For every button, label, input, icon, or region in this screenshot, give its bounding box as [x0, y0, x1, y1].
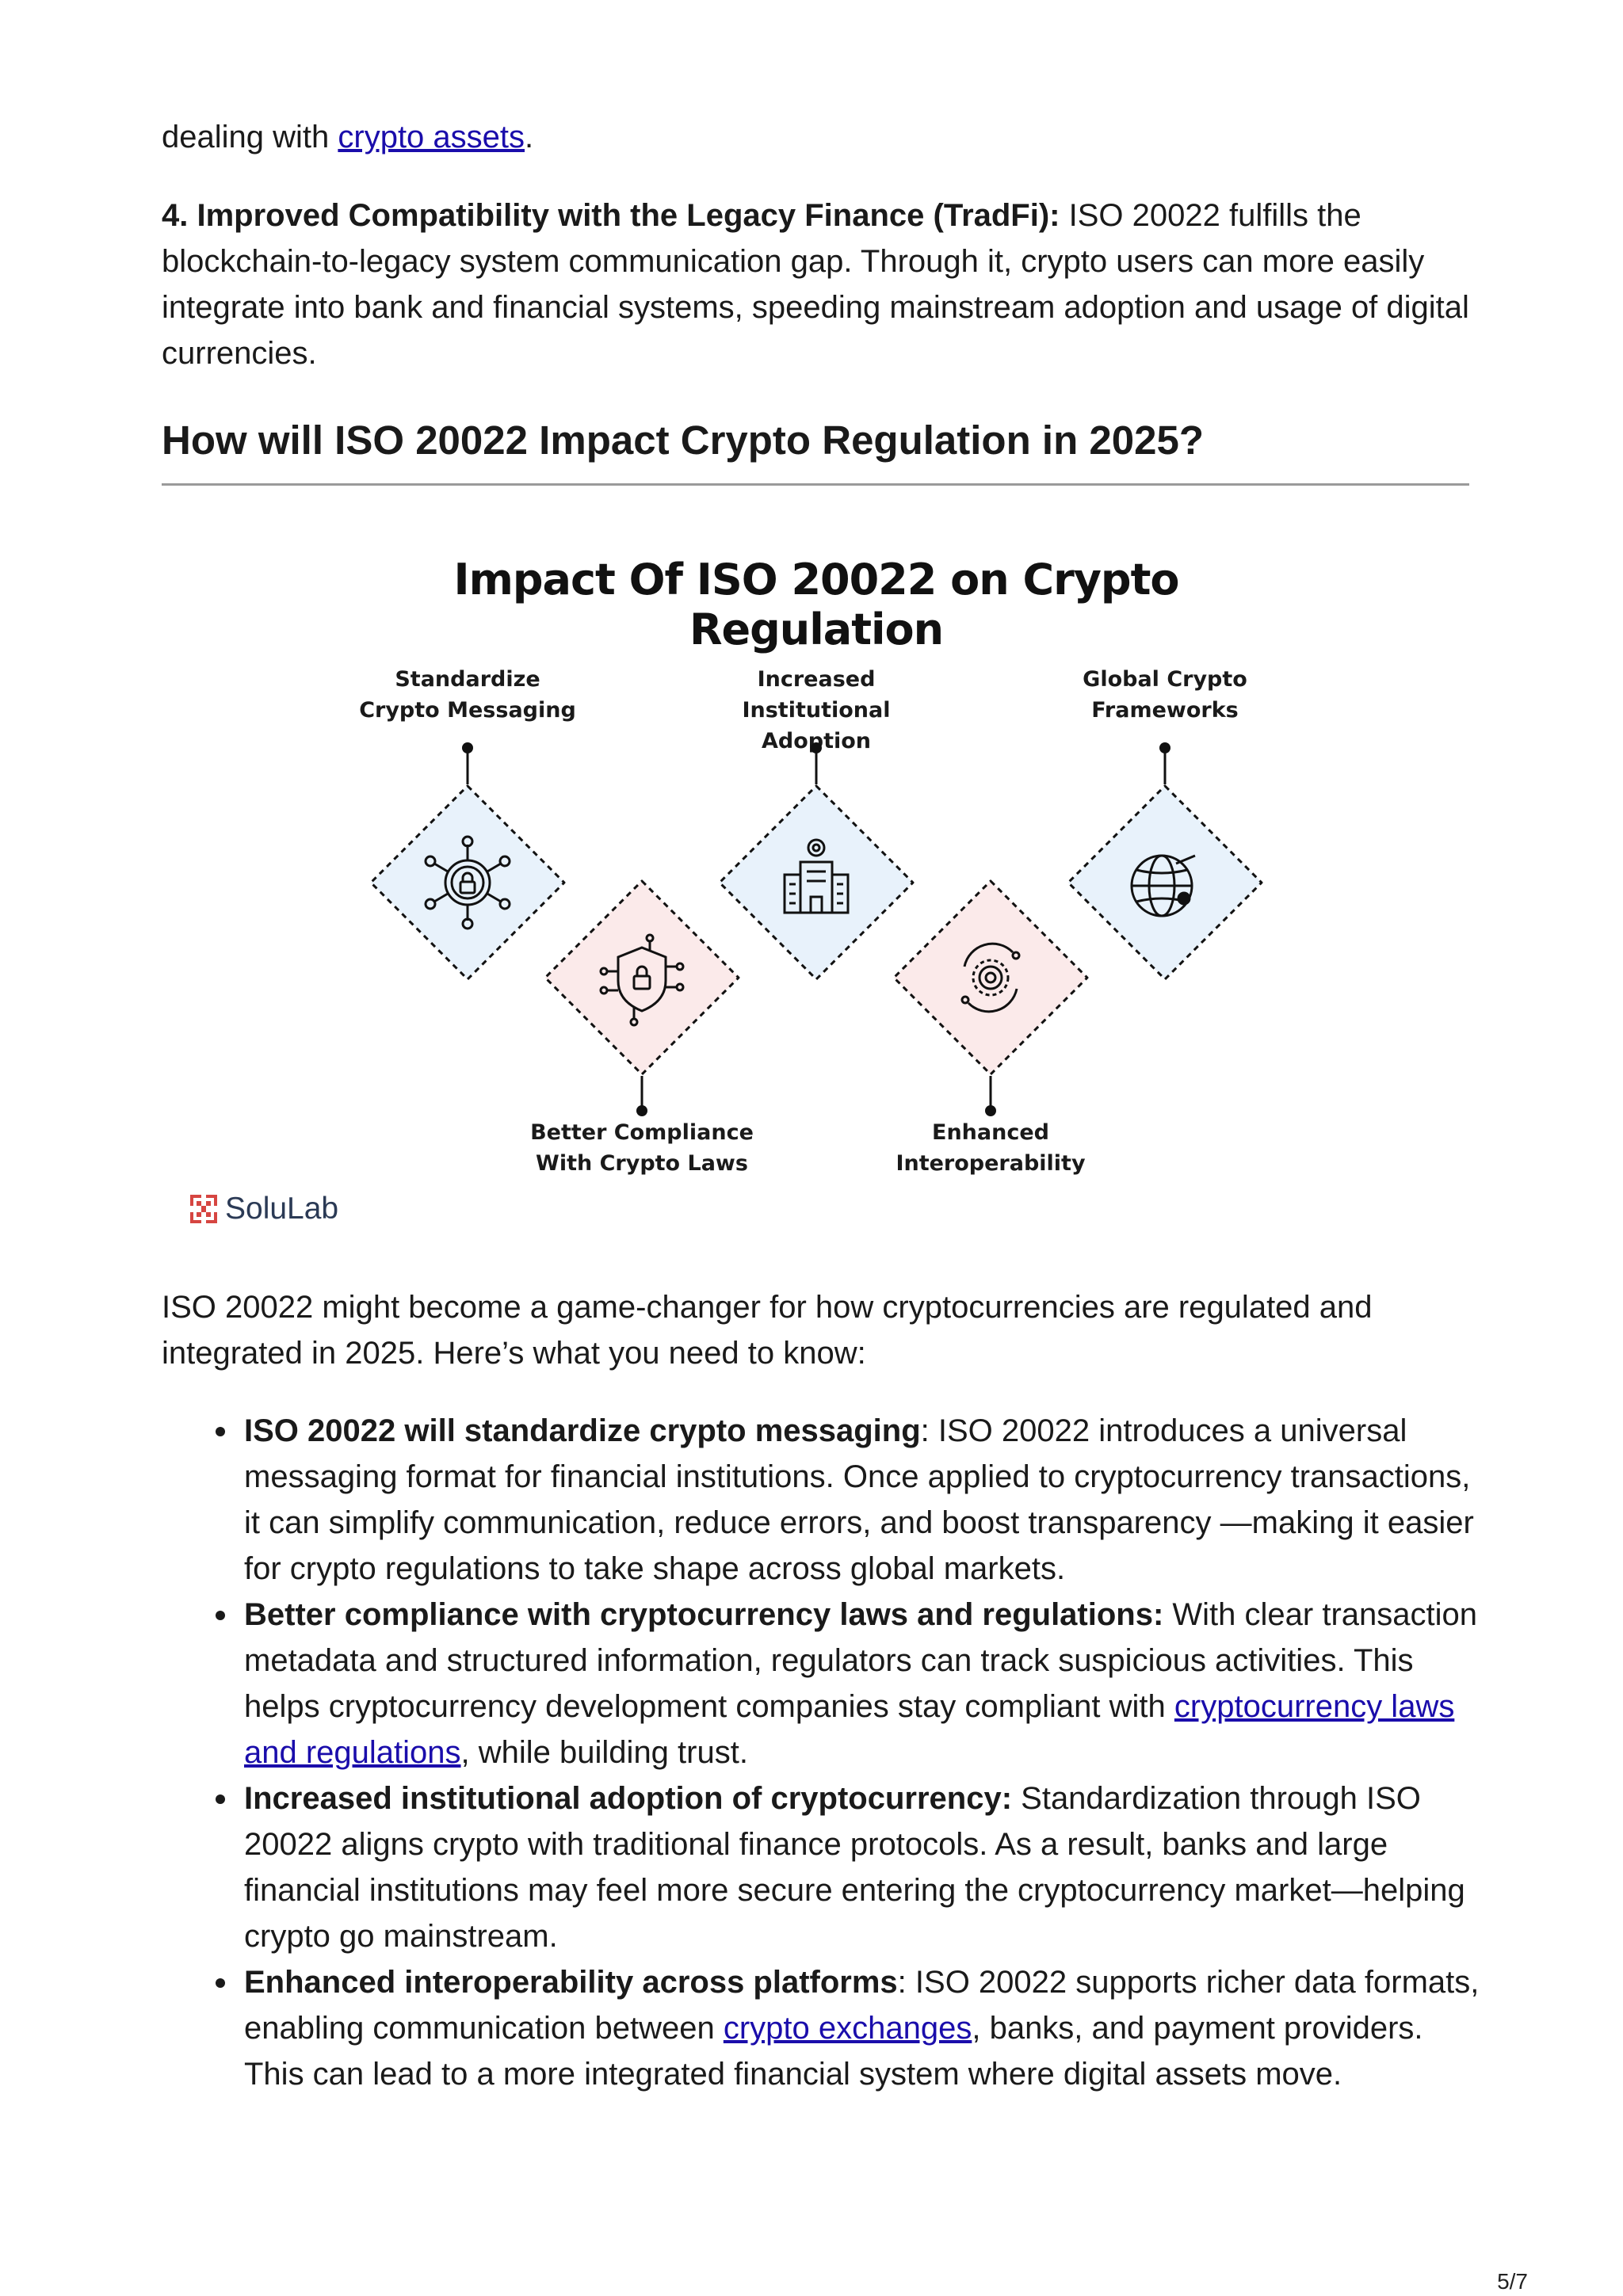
bullet-2-heading: Better compliance with cryptocurrency la…: [244, 1597, 1164, 1632]
list-item: ISO 20022 will standardize crypto messag…: [216, 1408, 1480, 1592]
bullet-1-text: : ISO 20022 introduces a universal messa…: [244, 1413, 1474, 1586]
diamond-interop: [892, 879, 1089, 1116]
label-standardize: Standardize Crypto Messaging: [333, 664, 602, 726]
diamond-institutional: [718, 742, 915, 981]
solulab-logo-text: SoluLab: [225, 1192, 339, 1226]
crypto-exchanges-link[interactable]: crypto exchanges: [723, 2011, 972, 2046]
point4-paragraph: 4. Improved Compatibility with the Legac…: [162, 193, 1477, 376]
bullet-4-text: : ISO 20022 supports richer data formats…: [244, 1965, 1480, 2046]
label-global-line2: Frameworks: [1091, 698, 1239, 723]
top-paragraph-suffix: .: [525, 120, 534, 154]
crypto-assets-link[interactable]: crypto assets: [338, 120, 525, 154]
label-compliance-line2: With Crypto Laws: [536, 1151, 748, 1176]
page-number: 5/7: [1497, 2269, 1528, 2294]
gear-cycle-icon: [960, 942, 1021, 1013]
point4-heading: 4. Improved Compatibility with the Legac…: [162, 198, 1060, 233]
label-interop-line2: Interoperability: [896, 1151, 1086, 1176]
label-standardize-line2: Crypto Messaging: [359, 698, 576, 723]
solulab-logo-icon: [190, 1195, 217, 1223]
label-standardize-line1: Standardize: [395, 667, 540, 692]
crypto-laws-link[interactable]: cryptocurrency laws and regulations: [244, 1689, 1455, 1770]
bullet-3-text: Standardization through ISO 20022 aligns…: [244, 1781, 1465, 1954]
bullet-2-text: With clear transaction metadata and stru…: [244, 1597, 1477, 1724]
section-heading: How will ISO 20022 Impact Crypto Regulat…: [162, 418, 1204, 463]
top-paragraph: dealing with crypto assets.: [162, 114, 1477, 160]
label-institutional-line1: Increased Institutional: [742, 667, 891, 723]
building-gear-icon: [783, 838, 850, 914]
label-global: Global Crypto Frameworks: [1030, 664, 1300, 726]
heading-divider: [162, 483, 1469, 486]
infographic-diagram: [369, 742, 1263, 1116]
label-interop: Enhanced Interoperability: [856, 1117, 1125, 1179]
bullet-2-text-end: , while building trust.: [460, 1735, 748, 1770]
label-institutional: Increased Institutional Adoption: [682, 664, 951, 757]
label-global-line1: Global Crypto: [1083, 667, 1247, 692]
top-paragraph-prefix: dealing with: [162, 120, 338, 154]
list-item: Better compliance with cryptocurrency la…: [216, 1592, 1480, 1775]
bullet-4-text-end: , banks, and payment providers. This can…: [244, 2011, 1423, 2092]
label-compliance: Better Compliance With Crypto Laws: [507, 1117, 777, 1179]
point4-text: ISO 20022 fulfills the blockchain-to-leg…: [162, 198, 1469, 371]
infographic-title: Impact Of ISO 20022 on Crypto Regulation: [453, 555, 1180, 654]
diamond-compliance: [544, 879, 740, 1116]
list-item: Enhanced interoperability across platfor…: [216, 1959, 1480, 2097]
bullet-1-heading: ISO 20022 will standardize crypto messag…: [244, 1413, 921, 1448]
intro-paragraph: ISO 20022 might become a game-changer fo…: [162, 1290, 1373, 1371]
list-item: Increased institutional adoption of cryp…: [216, 1775, 1480, 1959]
bullet-3-heading: Increased institutional adoption of cryp…: [244, 1781, 1013, 1816]
diamond-standardize: [369, 742, 566, 981]
label-compliance-line1: Better Compliance: [530, 1120, 754, 1145]
solulab-logo: SoluLab: [190, 1188, 338, 1230]
bullet-4-heading: Enhanced interoperability across platfor…: [244, 1965, 898, 2000]
shield-lock-icon: [599, 933, 685, 1027]
network-lock-icon: [424, 835, 511, 930]
diamond-global: [1067, 742, 1263, 981]
infographic: Impact Of ISO 20022 on Crypto Regulation…: [333, 547, 1300, 1212]
globe-icon: [1130, 854, 1196, 917]
label-interop-line1: Enhanced: [932, 1120, 1049, 1145]
